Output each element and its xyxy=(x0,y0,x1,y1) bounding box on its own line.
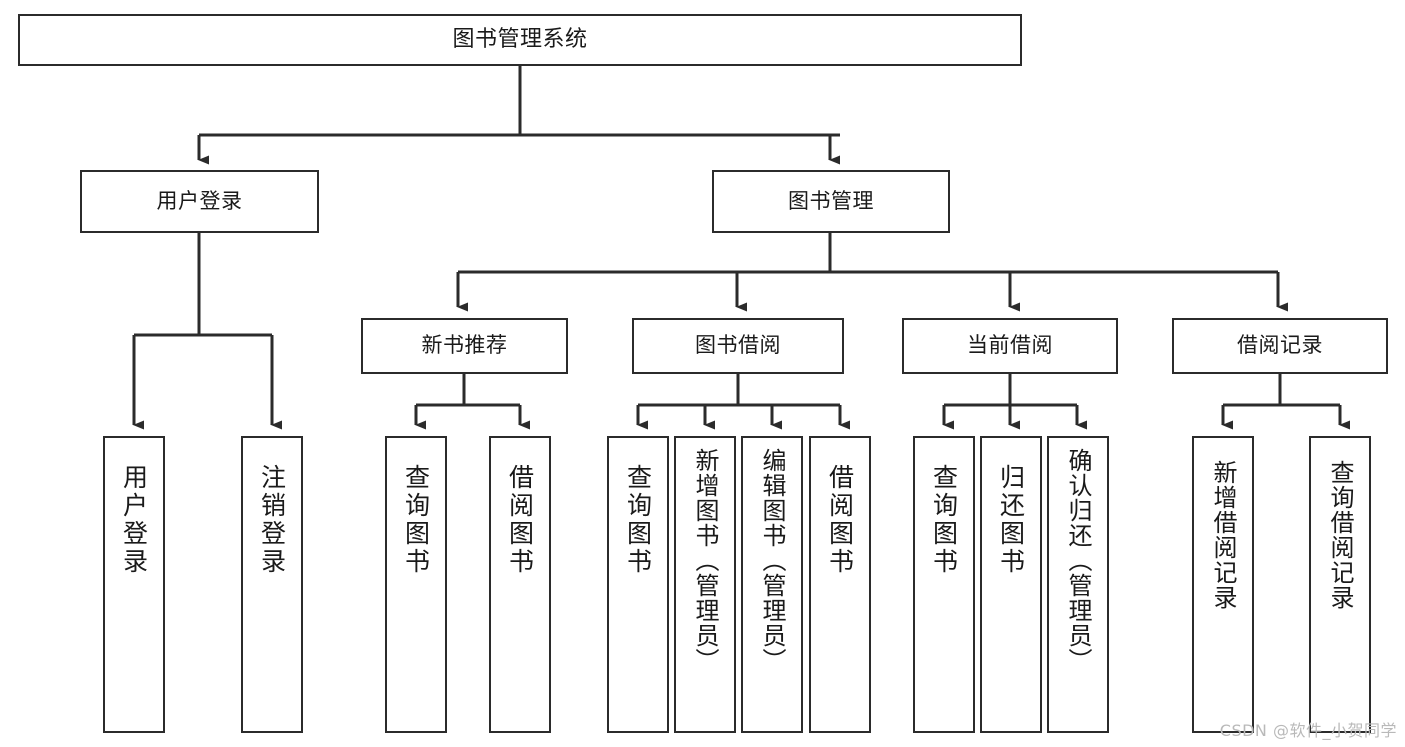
node-borrow-record[interactable]: 借阅记录 xyxy=(1172,318,1388,374)
node-root[interactable]: 图书管理系统 xyxy=(18,14,1022,66)
node-new-book-rec-label: 新书推荐 xyxy=(421,333,508,358)
leaf-return-book[interactable]: 归还图书 xyxy=(980,436,1042,733)
leaf-query-book-1[interactable]: 查询图书 xyxy=(385,436,447,733)
node-user-login-label: 用户登录 xyxy=(156,188,243,213)
leaf-return-book-label: 归还图书 xyxy=(996,464,1026,576)
leaf-query-book-2-label: 查询图书 xyxy=(623,464,653,576)
leaf-add-record-label: 新增借阅记录 xyxy=(1209,460,1237,610)
node-root-label: 图书管理系统 xyxy=(452,26,588,52)
node-new-book-rec[interactable]: 新书推荐 xyxy=(361,318,568,374)
node-book-borrow[interactable]: 图书借阅 xyxy=(632,318,844,374)
leaf-add-book-label: 新增图书（管理员） xyxy=(691,448,719,673)
leaf-confirm-return-label: 确认归还（管理员） xyxy=(1064,448,1092,673)
leaf-add-book[interactable]: 新增图书（管理员） xyxy=(674,436,736,733)
leaf-edit-book[interactable]: 编辑图书（管理员） xyxy=(741,436,803,733)
leaf-query-book-3-label: 查询图书 xyxy=(929,464,959,576)
node-book-manage-label: 图书管理 xyxy=(788,188,874,213)
leaf-user-logout[interactable]: 注销登录 xyxy=(241,436,303,733)
node-user-login[interactable]: 用户登录 xyxy=(80,170,319,233)
leaf-user-logout-label: 注销登录 xyxy=(257,464,287,576)
leaf-query-book-3[interactable]: 查询图书 xyxy=(913,436,975,733)
leaf-borrow-book-1[interactable]: 借阅图书 xyxy=(489,436,551,733)
leaf-borrow-book-2-label: 借阅图书 xyxy=(825,464,855,576)
node-current-borrow[interactable]: 当前借阅 xyxy=(902,318,1118,374)
leaf-query-book-2[interactable]: 查询图书 xyxy=(607,436,669,733)
leaf-user-login-label: 用户登录 xyxy=(119,464,149,576)
leaf-edit-book-label: 编辑图书（管理员） xyxy=(758,448,786,673)
watermark: CSDN @软件_小贺同学 xyxy=(1219,721,1397,740)
leaf-borrow-book-2[interactable]: 借阅图书 xyxy=(809,436,871,733)
leaf-confirm-return[interactable]: 确认归还（管理员） xyxy=(1047,436,1109,733)
leaf-query-record-label: 查询借阅记录 xyxy=(1326,460,1354,610)
node-borrow-record-label: 借阅记录 xyxy=(1237,333,1323,358)
leaf-borrow-book-1-label: 借阅图书 xyxy=(505,464,535,576)
leaf-add-record[interactable]: 新增借阅记录 xyxy=(1192,436,1254,733)
leaf-user-login[interactable]: 用户登录 xyxy=(103,436,165,733)
leaf-query-book-1-label: 查询图书 xyxy=(401,464,431,576)
leaf-query-record[interactable]: 查询借阅记录 xyxy=(1309,436,1371,733)
node-book-manage[interactable]: 图书管理 xyxy=(712,170,950,233)
node-current-borrow-label: 当前借阅 xyxy=(967,333,1053,358)
node-book-borrow-label: 图书借阅 xyxy=(695,333,781,358)
